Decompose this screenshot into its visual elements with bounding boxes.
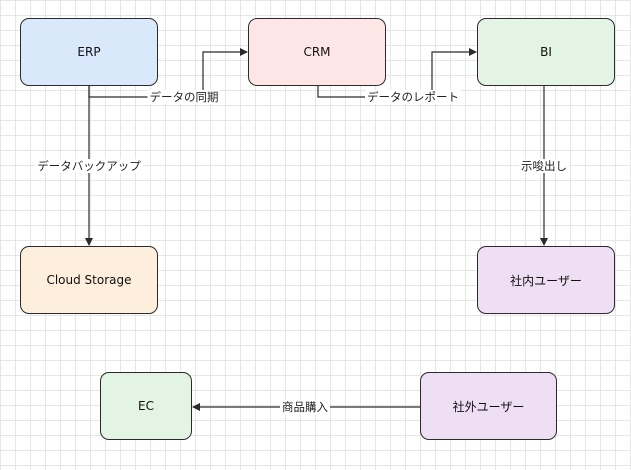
node-ec[interactable]: EC <box>100 372 192 440</box>
node-external-users[interactable]: 社外ユーザー <box>420 372 557 440</box>
node-internal-users[interactable]: 社内ユーザー <box>477 246 615 314</box>
node-external-users-label: 社外ユーザー <box>452 399 525 414</box>
node-erp-label: ERP <box>77 45 101 59</box>
node-cloud-storage[interactable]: Cloud Storage <box>20 246 158 314</box>
edge-label-erp-to-storage: データバックアップ <box>35 159 143 173</box>
edge-label-crm-to-bi: データのレポート <box>365 90 461 104</box>
node-bi[interactable]: BI <box>477 18 615 86</box>
node-crm-label: CRM <box>303 45 331 59</box>
node-bi-label: BI <box>540 45 552 59</box>
edge-label-bi-to-internal-users: 示唆出し <box>519 159 569 173</box>
node-cloud-storage-label: Cloud Storage <box>46 273 132 287</box>
node-internal-users-label: 社内ユーザー <box>510 273 582 288</box>
node-crm[interactable]: CRM <box>248 18 386 86</box>
node-erp[interactable]: ERP <box>20 18 158 86</box>
edge-label-erp-to-crm: データの同期 <box>147 90 221 104</box>
node-ec-label: EC <box>138 399 154 413</box>
edge-label-external-users-to-ec: 商品購入 <box>280 400 330 414</box>
